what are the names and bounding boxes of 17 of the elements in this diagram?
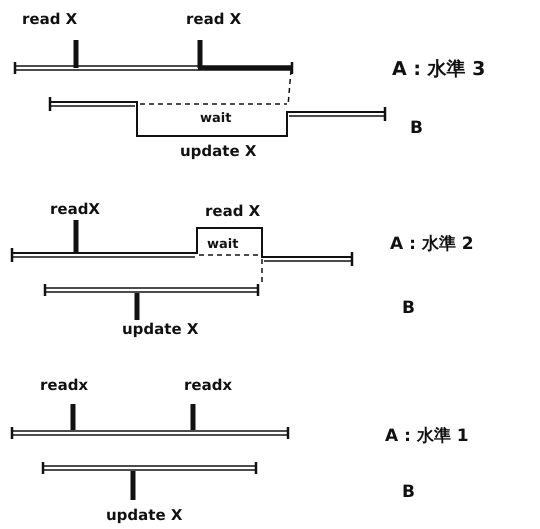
event-label: update X [122, 322, 198, 337]
level-label: A : 水準 2 [390, 236, 474, 253]
event-label: read X [186, 12, 242, 27]
event-label: read X [205, 204, 260, 219]
event-label: readX [50, 202, 100, 217]
process-label: B [410, 120, 423, 137]
wait-label: wait [207, 238, 238, 251]
level-label: A : 水準 3 [392, 60, 486, 79]
process-label: B [402, 300, 415, 317]
process-label: B [402, 484, 415, 501]
wait-label: wait [200, 112, 232, 125]
level-label: A : 水準 1 [385, 428, 469, 445]
event-label: update X [106, 508, 182, 523]
event-label: read X [22, 12, 78, 27]
event-label: readx [40, 378, 88, 393]
event-label: update X [180, 144, 256, 159]
event-label: readx [184, 378, 232, 393]
